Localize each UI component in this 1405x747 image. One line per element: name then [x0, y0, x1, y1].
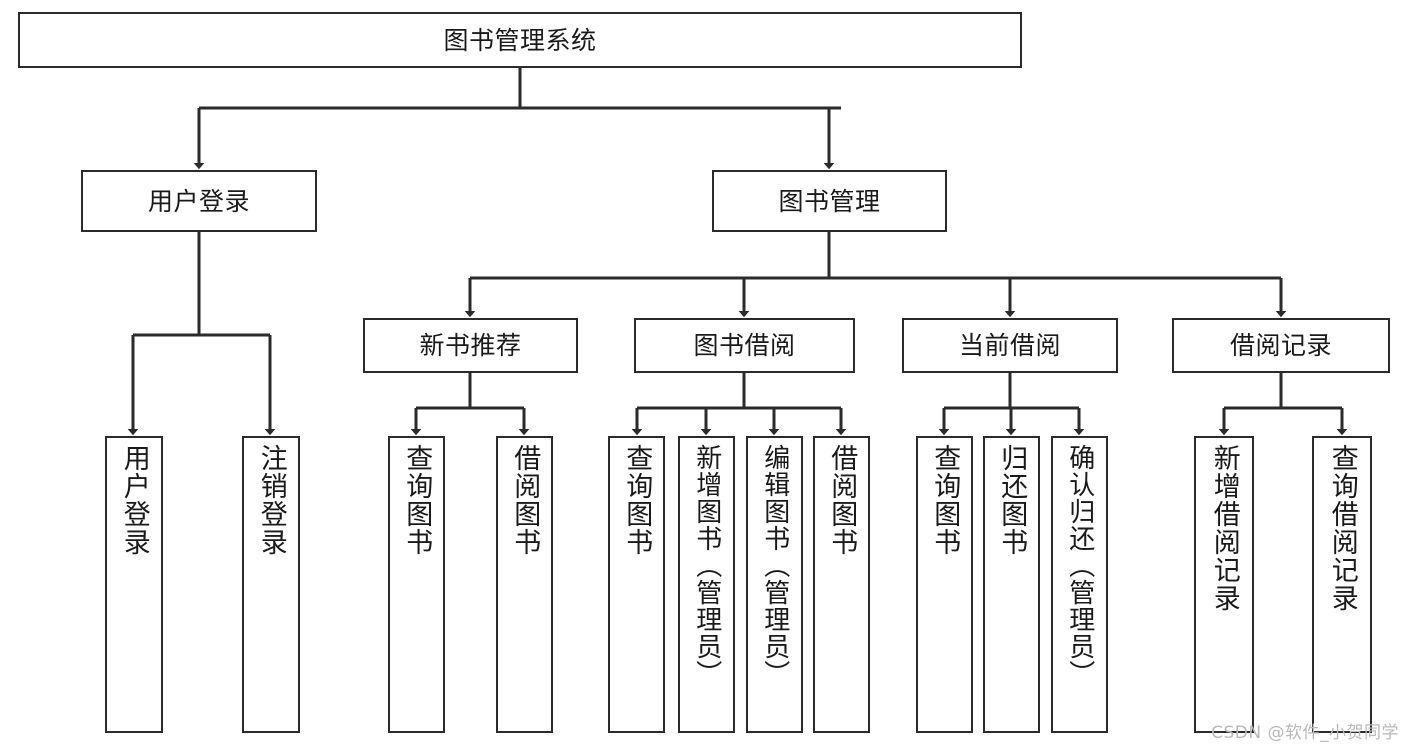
node-book-management-system[interactable]: 图书管理系统 [18, 12, 1022, 68]
node-leaf-borrow-query-book[interactable]: 查询图书 [608, 436, 665, 733]
node-label: 查询图书 [929, 444, 961, 556]
node-label: 当前借阅 [958, 331, 1061, 360]
node-label: 查询图书 [401, 444, 433, 556]
node-label: 编辑图书（管理员） [759, 444, 790, 687]
node-label: 用户登录 [147, 186, 250, 216]
node-book-management[interactable]: 图书管理 [712, 170, 947, 232]
node-label: 查询借阅记录 [1326, 444, 1358, 612]
node-label: 借阅图书 [509, 444, 541, 556]
node-new-book-recommend[interactable]: 新书推荐 [363, 318, 578, 373]
node-label: 新增图书（管理员） [691, 444, 722, 687]
node-user-login[interactable]: 用户登录 [81, 170, 317, 232]
node-label: 图书管理系统 [443, 25, 597, 55]
node-leaf-borrow-borrow-book[interactable]: 借阅图书 [813, 436, 870, 733]
node-leaf-user-login-signout[interactable]: 注销登录 [242, 436, 300, 733]
node-leaf-current-query-book[interactable]: 查询图书 [916, 436, 973, 733]
node-leaf-new-book-borrow[interactable]: 借阅图书 [496, 436, 553, 733]
node-label: 借阅图书 [826, 444, 858, 556]
node-borrow-record[interactable]: 借阅记录 [1172, 318, 1390, 373]
node-label: 确认归还（管理员） [1064, 444, 1095, 687]
node-leaf-current-return-book[interactable]: 归还图书 [983, 436, 1040, 733]
node-label: 借阅记录 [1229, 331, 1332, 360]
node-book-borrow[interactable]: 图书借阅 [634, 318, 855, 373]
node-label: 新书推荐 [419, 331, 522, 360]
csdn-watermark: CSDN @软件_小贺同学 [1211, 723, 1399, 743]
node-leaf-borrow-add-book-admin[interactable]: 新增图书（管理员） [678, 436, 735, 733]
node-label: 用户登录 [118, 444, 150, 556]
node-label: 图书管理 [778, 186, 881, 216]
node-leaf-user-login-signin[interactable]: 用户登录 [105, 436, 163, 733]
node-leaf-borrow-edit-book-admin[interactable]: 编辑图书（管理员） [746, 436, 803, 733]
node-leaf-current-confirm-return-admin[interactable]: 确认归还（管理员） [1051, 436, 1108, 733]
node-leaf-new-book-query[interactable]: 查询图书 [388, 436, 445, 733]
node-label: 归还图书 [996, 444, 1028, 556]
node-leaf-record-add-record[interactable]: 新增借阅记录 [1194, 436, 1254, 733]
node-label: 新增借阅记录 [1208, 444, 1240, 612]
node-label: 注销登录 [255, 444, 287, 556]
node-label: 图书借阅 [693, 331, 796, 360]
node-label: 查询图书 [621, 444, 653, 556]
node-current-borrow[interactable]: 当前借阅 [902, 318, 1118, 373]
node-leaf-record-query-record[interactable]: 查询借阅记录 [1312, 436, 1372, 733]
